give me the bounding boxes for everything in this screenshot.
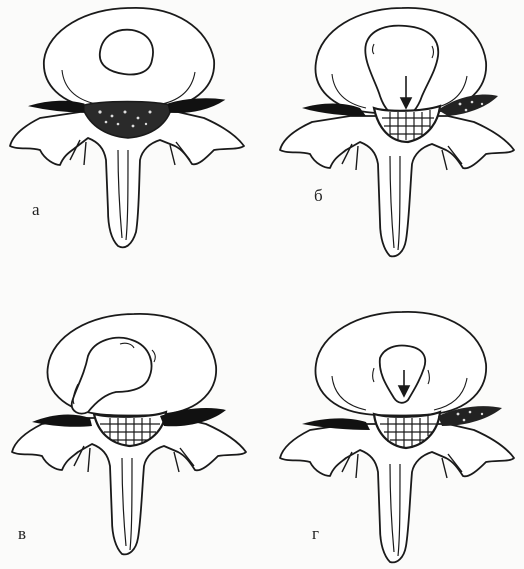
panel-label-a: а [32, 200, 40, 220]
facet-left-g [302, 418, 370, 430]
vertebra-drawing-g [262, 284, 524, 568]
vertebra-drawing-a [0, 0, 262, 284]
nucleus-a [100, 30, 153, 75]
panel-label-g: г [312, 524, 319, 544]
panel-g: г [262, 284, 524, 568]
panel-label-b: б [314, 186, 323, 206]
vertebra-drawing-b [262, 0, 524, 284]
panel-b: б [262, 0, 524, 284]
panel-a: а [0, 0, 262, 284]
vertebra-drawing-v [0, 284, 262, 568]
panel-label-v: в [18, 524, 26, 544]
facet-left-a [30, 101, 84, 112]
panel-v: в [0, 284, 262, 568]
